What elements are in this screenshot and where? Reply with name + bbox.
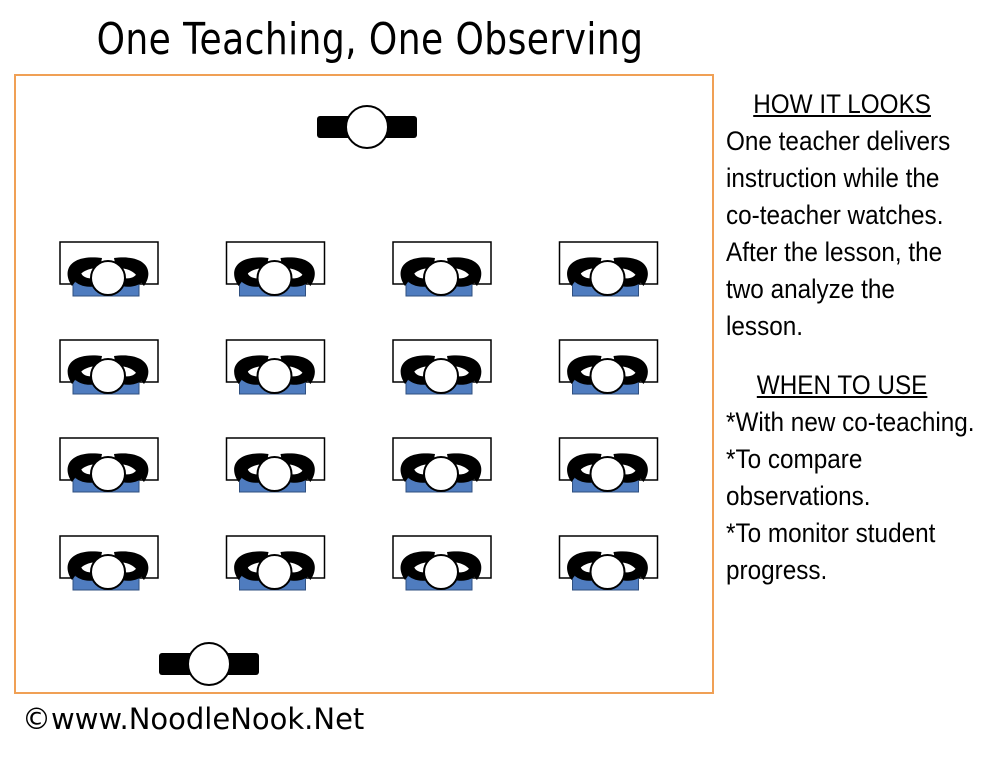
student-desk-icon bbox=[225, 437, 326, 493]
copyright-notice: ©www.NoodleNook.Net bbox=[22, 702, 365, 736]
when-to-use-item: *With new co-teaching. bbox=[726, 407, 975, 437]
when-to-use-item: *To compare observations. bbox=[726, 444, 871, 511]
student-desk-icon bbox=[392, 241, 492, 297]
student-desk-icon bbox=[59, 241, 159, 297]
page-title: One Teaching, One Observing bbox=[96, 14, 644, 65]
student-desk-icon bbox=[392, 339, 492, 395]
student-desk-icon bbox=[558, 437, 659, 493]
student-desk-icon bbox=[59, 437, 159, 493]
student-desk-icon bbox=[59, 339, 159, 395]
student-desk-icon bbox=[59, 535, 159, 591]
info-panel: HOW IT LOOKS One teacher delivers instru… bbox=[726, 86, 978, 589]
when-to-use-item: *To monitor student progress. bbox=[726, 518, 936, 585]
student-desk-icon bbox=[225, 535, 326, 591]
student-desk-icon bbox=[225, 339, 326, 395]
how-it-looks-heading: HOW IT LOOKS bbox=[753, 89, 931, 119]
student-desk-icon bbox=[225, 241, 326, 297]
when-to-use-heading: WHEN TO USE bbox=[756, 370, 928, 400]
classroom-layout bbox=[59, 105, 659, 686]
student-desk-icon bbox=[392, 535, 492, 591]
classroom-diagram bbox=[14, 74, 714, 694]
student-desk-icon bbox=[558, 339, 659, 395]
how-it-looks-text: One teacher delivers instruction while t… bbox=[726, 126, 951, 341]
observing-teacher-icon bbox=[159, 642, 259, 686]
student-desk-icon bbox=[392, 437, 492, 493]
student-desk-icon bbox=[558, 241, 659, 297]
student-desk-icon bbox=[558, 535, 659, 591]
teaching-teacher-icon bbox=[317, 105, 417, 149]
